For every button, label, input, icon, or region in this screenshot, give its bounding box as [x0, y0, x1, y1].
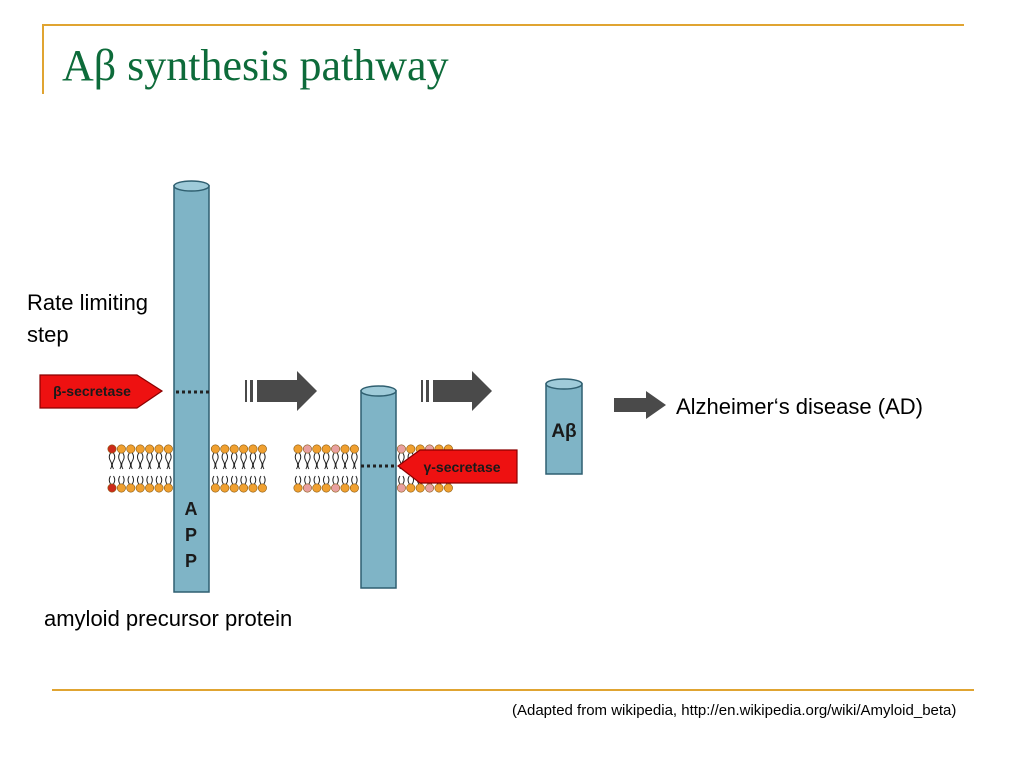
lipid-membrane-right — [293, 444, 453, 493]
lipid-head — [257, 444, 267, 454]
lipid-head — [154, 483, 164, 493]
lipid-tail — [165, 452, 172, 485]
lipid-head — [340, 483, 350, 493]
gamma-secretase-enzyme: γ-secretase — [396, 449, 518, 484]
lipid-head — [293, 444, 303, 454]
gamma-secretase-label: γ-secretase — [423, 459, 500, 475]
lipid-head — [425, 483, 435, 493]
abeta-label: Aβ — [551, 421, 576, 442]
app-letter-1: A — [185, 499, 198, 519]
app-letter-2: P — [185, 525, 197, 545]
lipid-head — [434, 483, 444, 493]
slide-title: Aβ synthesis pathway — [62, 40, 449, 91]
lipid-tail — [127, 452, 135, 485]
lipid-head — [396, 444, 406, 454]
lipid-head — [239, 483, 249, 493]
lipid-head — [107, 444, 117, 454]
lipid-head — [239, 444, 249, 454]
lipid-head — [116, 483, 126, 493]
lipid-tail — [332, 452, 339, 485]
lipid-tail — [136, 452, 144, 485]
lipid-head — [396, 483, 406, 493]
rate-limiting-line1: Rate limiting — [27, 290, 149, 315]
lipid-head — [321, 483, 331, 493]
lipid-head — [135, 444, 145, 454]
lipid-head — [229, 483, 239, 493]
lipid-head — [145, 483, 155, 493]
lipid-head — [220, 444, 230, 454]
lipid-head — [415, 483, 425, 493]
lipid-head — [163, 483, 173, 493]
title-prefix: A — [62, 41, 94, 90]
lipid-head — [107, 483, 117, 493]
lipid-head — [257, 483, 267, 493]
frame-bottom-rule — [52, 689, 974, 691]
beta-secretase-label: β-secretase — [53, 383, 131, 399]
lipid-tail — [155, 452, 163, 485]
lipid-tail — [351, 452, 358, 485]
lipid-head — [154, 444, 164, 454]
lipid-head — [116, 444, 126, 454]
rate-limiting-line2: step — [27, 322, 69, 347]
lipid-head — [248, 483, 258, 493]
lipid-tail — [398, 452, 405, 485]
lipid-tail — [230, 452, 238, 485]
lipid-head — [126, 483, 136, 493]
frame-top-rule — [42, 24, 964, 26]
lipid-tail — [212, 452, 219, 485]
lipid-head — [126, 444, 136, 454]
lipid-tail — [118, 452, 125, 485]
lipid-tail — [259, 452, 266, 485]
lipid-head — [340, 444, 350, 454]
lipid-head — [302, 483, 312, 493]
lipid-head — [229, 444, 239, 454]
lipid-tail — [240, 452, 247, 485]
lipid-head — [248, 444, 258, 454]
lipid-tail — [146, 452, 153, 485]
rate-limiting-step-label: Rate limiting step — [27, 287, 148, 351]
lipid-tail — [313, 452, 321, 485]
pathway-arrow-3 — [614, 391, 666, 419]
lipid-head — [349, 483, 359, 493]
amyloid-precursor-label: amyloid precursor protein — [44, 606, 293, 631]
lipid-head — [163, 444, 173, 454]
app-letter-3: P — [185, 551, 197, 571]
pathway-arrow-2 — [421, 371, 492, 411]
lipid-head — [210, 444, 220, 454]
lipid-head — [349, 444, 359, 454]
lipid-head — [210, 483, 220, 493]
lipid-head — [331, 444, 341, 454]
beta-secretase-enzyme: β-secretase — [39, 374, 164, 409]
lipid-head — [302, 444, 312, 454]
lipid-head — [312, 444, 322, 454]
lipid-head — [145, 444, 155, 454]
lipid-head — [293, 483, 303, 493]
title-rest: synthesis pathway — [116, 41, 449, 90]
lipid-head — [331, 483, 341, 493]
c99-fragment — [360, 385, 397, 589]
lipid-head — [312, 483, 322, 493]
abeta-peptide: Aβ — [545, 378, 583, 475]
lipid-head — [443, 483, 453, 493]
lipid-head — [406, 444, 416, 454]
lipid-head — [321, 444, 331, 454]
alzheimers-label: Alzheimer‘s disease (AD) — [676, 394, 923, 419]
source-credit: (Adapted from wikipedia, http://en.wikip… — [512, 702, 957, 719]
lipid-head — [220, 483, 230, 493]
pathway-arrow-1 — [245, 371, 317, 411]
lipid-head — [135, 483, 145, 493]
lipid-membrane-left — [107, 444, 267, 493]
lipid-tail — [221, 452, 229, 485]
lipid-tail — [249, 452, 257, 485]
title-greek: β — [93, 41, 117, 90]
app-protein: A P P — [173, 180, 210, 593]
lipid-tail — [341, 452, 349, 485]
frame-left-rule — [42, 24, 44, 94]
lipid-head — [406, 483, 416, 493]
lipid-tail — [304, 452, 311, 485]
lipid-tail — [322, 452, 330, 485]
lipid-tail — [294, 452, 302, 485]
lipid-tail — [108, 452, 116, 485]
